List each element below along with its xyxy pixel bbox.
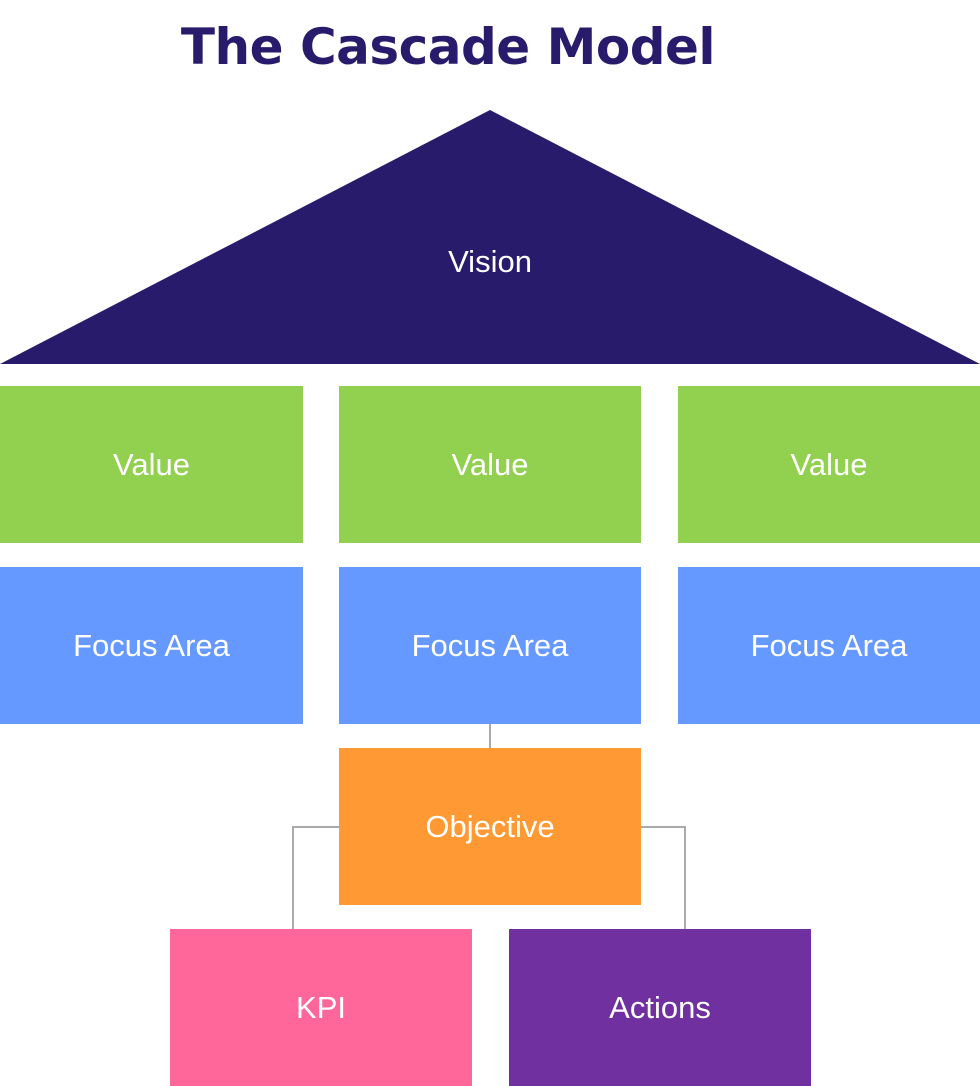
objective-to-kpi-connector (292, 826, 339, 929)
vision-triangle (0, 110, 980, 364)
focus-area-label: Focus Area (411, 627, 569, 663)
focus-area-box-3: Focus Area (678, 567, 980, 724)
actions-box: Actions (509, 929, 811, 1086)
value-box-2: Value (339, 386, 641, 543)
value-label: Value (451, 446, 529, 482)
objective-label: Objective (425, 808, 555, 844)
value-box-3: Value (678, 386, 980, 543)
focus-area-label: Focus Area (750, 627, 908, 663)
focus-area-box-1: Focus Area (0, 567, 303, 724)
value-label: Value (790, 446, 868, 482)
kpi-box: KPI (170, 929, 472, 1086)
objective-to-actions-connector (641, 826, 686, 929)
page-title: The Cascade Model (180, 18, 716, 76)
vision-label: Vision (448, 244, 532, 279)
value-label: Value (113, 446, 190, 482)
focus-area-box-2: Focus Area (339, 567, 641, 724)
kpi-label: KPI (296, 989, 346, 1025)
focus-area-label: Focus Area (73, 627, 230, 663)
value-box-1: Value (0, 386, 303, 543)
objective-box: Objective (339, 748, 641, 905)
actions-label: Actions (609, 989, 711, 1025)
